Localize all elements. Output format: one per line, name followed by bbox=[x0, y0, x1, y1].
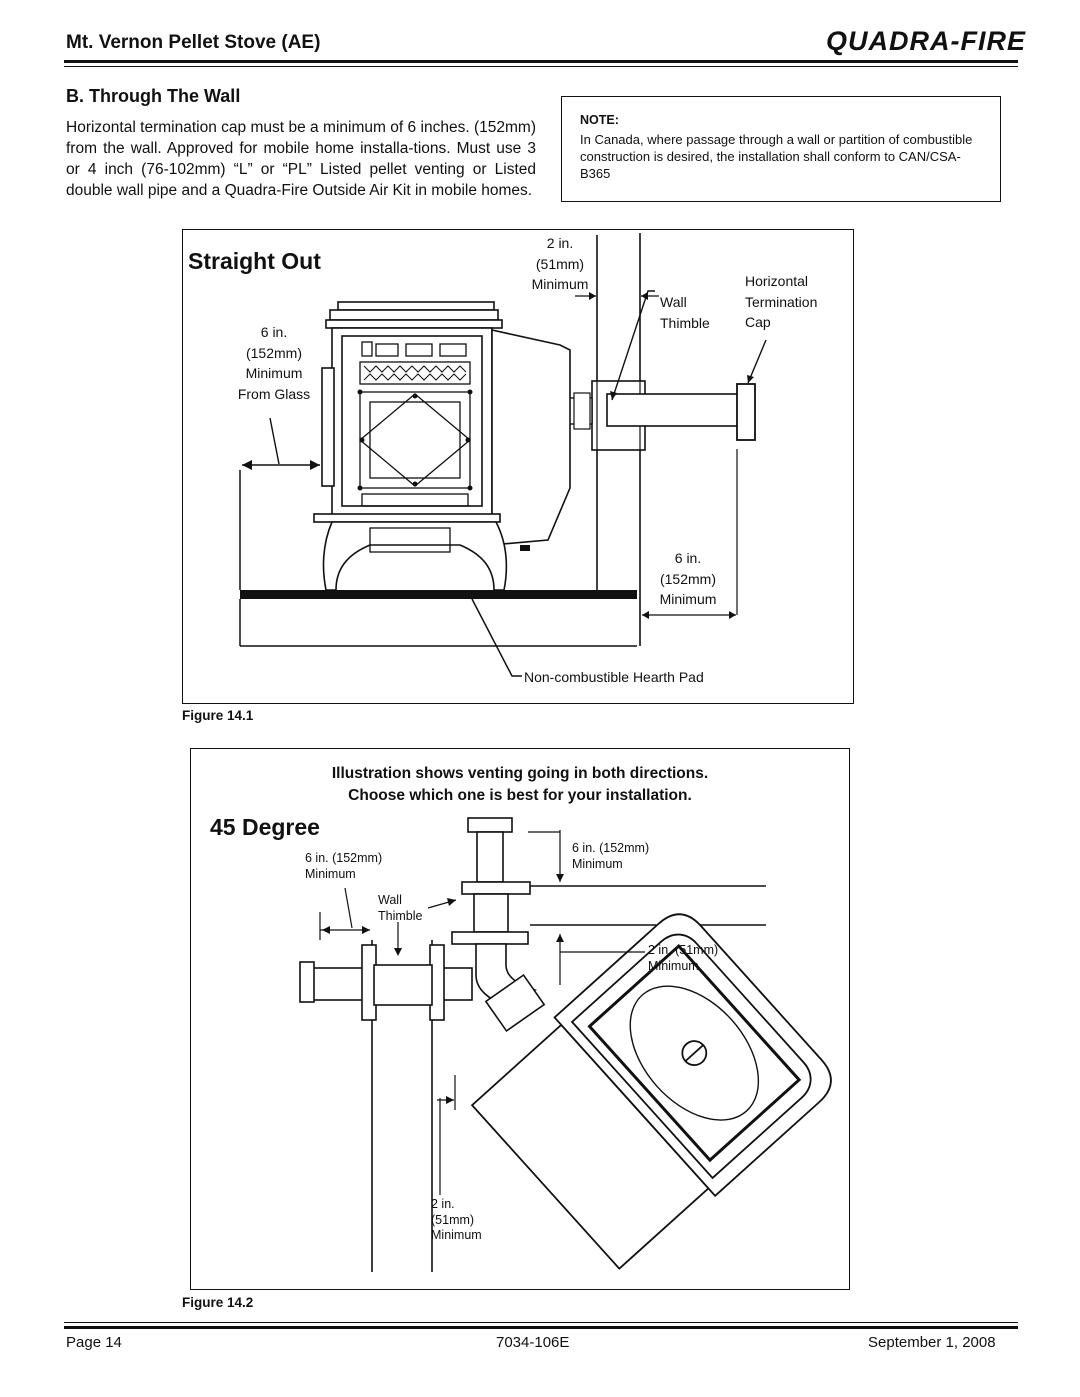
fig1-label-wall-thimble: Wall Thimble bbox=[660, 294, 710, 331]
fig1-label-glass-clearance: 6 in. (152mm) Minimum From Glass bbox=[237, 324, 311, 402]
fig2-label-bottom-clearance: 2 in. (51mm) Minimum bbox=[431, 1197, 482, 1242]
section-body: Horizontal termination cap must be a min… bbox=[66, 119, 536, 199]
fig1-label-termination-cap: Horizontal Termination Cap bbox=[745, 273, 818, 330]
fig2-label-right-clearance: 2 in. (51mm) Minimum bbox=[648, 943, 719, 973]
document-number: 7034-106E bbox=[496, 1334, 570, 1351]
fig2-label-top-clearance: 6 in. (152mm) Minimum bbox=[572, 841, 650, 871]
figure1-caption: Figure 14.1 bbox=[182, 708, 254, 723]
page-number: Page 14 bbox=[66, 1334, 122, 1351]
figure-straight-out bbox=[182, 229, 854, 704]
note-box: NOTE: In Canada, where passage through a… bbox=[561, 96, 1001, 202]
footer-rule bbox=[64, 1326, 1018, 1329]
section-title: B. Through The Wall bbox=[66, 86, 241, 106]
figure-45-degree bbox=[190, 748, 850, 1290]
header-rule-thin bbox=[64, 66, 1018, 67]
fig1-label-top-clearance: 2 in. (51mm) Minimum bbox=[531, 235, 589, 292]
fig2-label-left-clearance: 6 in. (152mm) Minimum bbox=[305, 851, 383, 881]
footer-rule-thin bbox=[64, 1322, 1018, 1323]
figure1-title: Straight Out bbox=[188, 248, 321, 274]
fig1-label-cap-clearance: 6 in. (152mm) Minimum bbox=[659, 550, 717, 607]
brand-logo: QUADRA-FIRE bbox=[826, 26, 1026, 56]
document-date: September 1, 2008 bbox=[868, 1334, 996, 1351]
note-heading: NOTE: bbox=[580, 113, 619, 127]
note-text: In Canada, where passage through a wall … bbox=[580, 132, 973, 181]
header-rule bbox=[64, 60, 1018, 63]
document-title: Mt. Vernon Pellet Stove (AE) bbox=[66, 32, 321, 53]
fig2-label-wall-thimble: Wall Thimble bbox=[378, 893, 423, 923]
figure2-title: 45 Degree bbox=[210, 814, 320, 840]
figure2-info: Illustration shows venting going in both… bbox=[331, 765, 709, 804]
figure2-caption: Figure 14.2 bbox=[182, 1295, 254, 1310]
fig1-label-hearth: Non-combustible Hearth Pad bbox=[524, 669, 704, 685]
